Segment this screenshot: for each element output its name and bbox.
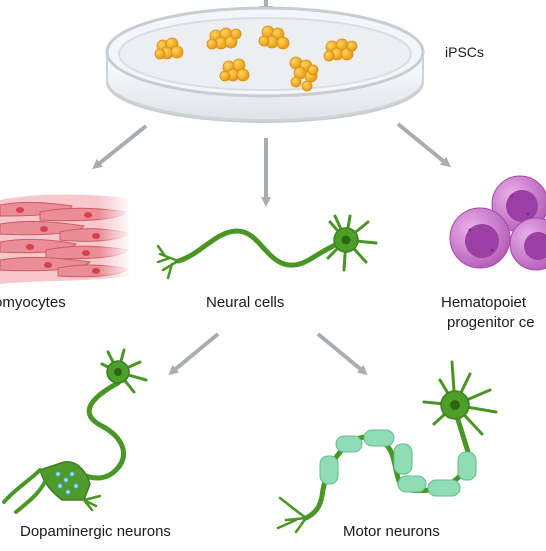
petri-dish	[105, 6, 425, 123]
ipsc-cluster	[323, 38, 358, 62]
ipsc-clusters	[154, 25, 358, 92]
motor-neuron-illustration	[276, 360, 498, 534]
ipsc-cluster	[219, 58, 250, 82]
dopaminergic-neuron-illustration	[2, 348, 148, 514]
label-cardiomyocytes: omyocytes	[0, 294, 66, 311]
label-motor-neurons: Motor neurons	[343, 523, 440, 540]
label-ipscs: iPSCs	[445, 44, 484, 60]
cardiomyocytes-illustration	[0, 190, 132, 286]
label-hematopoietic-line2: progenitor ce	[447, 314, 535, 331]
neural-cell-illustration	[156, 214, 378, 280]
arrow-to-dopaminergic	[168, 332, 220, 376]
label-neural-cells: Neural cells	[206, 294, 285, 311]
label-dopaminergic-neurons: Dopaminergic neurons	[20, 523, 171, 540]
arrow-to-motor	[316, 332, 368, 376]
arrow-to-hematopoietic	[396, 122, 451, 168]
differentiation-arrows	[92, 122, 451, 376]
label-hematopoietic-line1: Hematopoiet	[441, 294, 527, 311]
ipsc-cluster	[206, 27, 242, 50]
arrow-to-cardiomyocytes	[92, 124, 148, 170]
ipsc-cluster	[289, 56, 319, 92]
hematopoietic-cells-illustration	[449, 175, 546, 271]
ipsc-cluster	[258, 25, 290, 50]
ipsc-cluster	[154, 37, 184, 60]
